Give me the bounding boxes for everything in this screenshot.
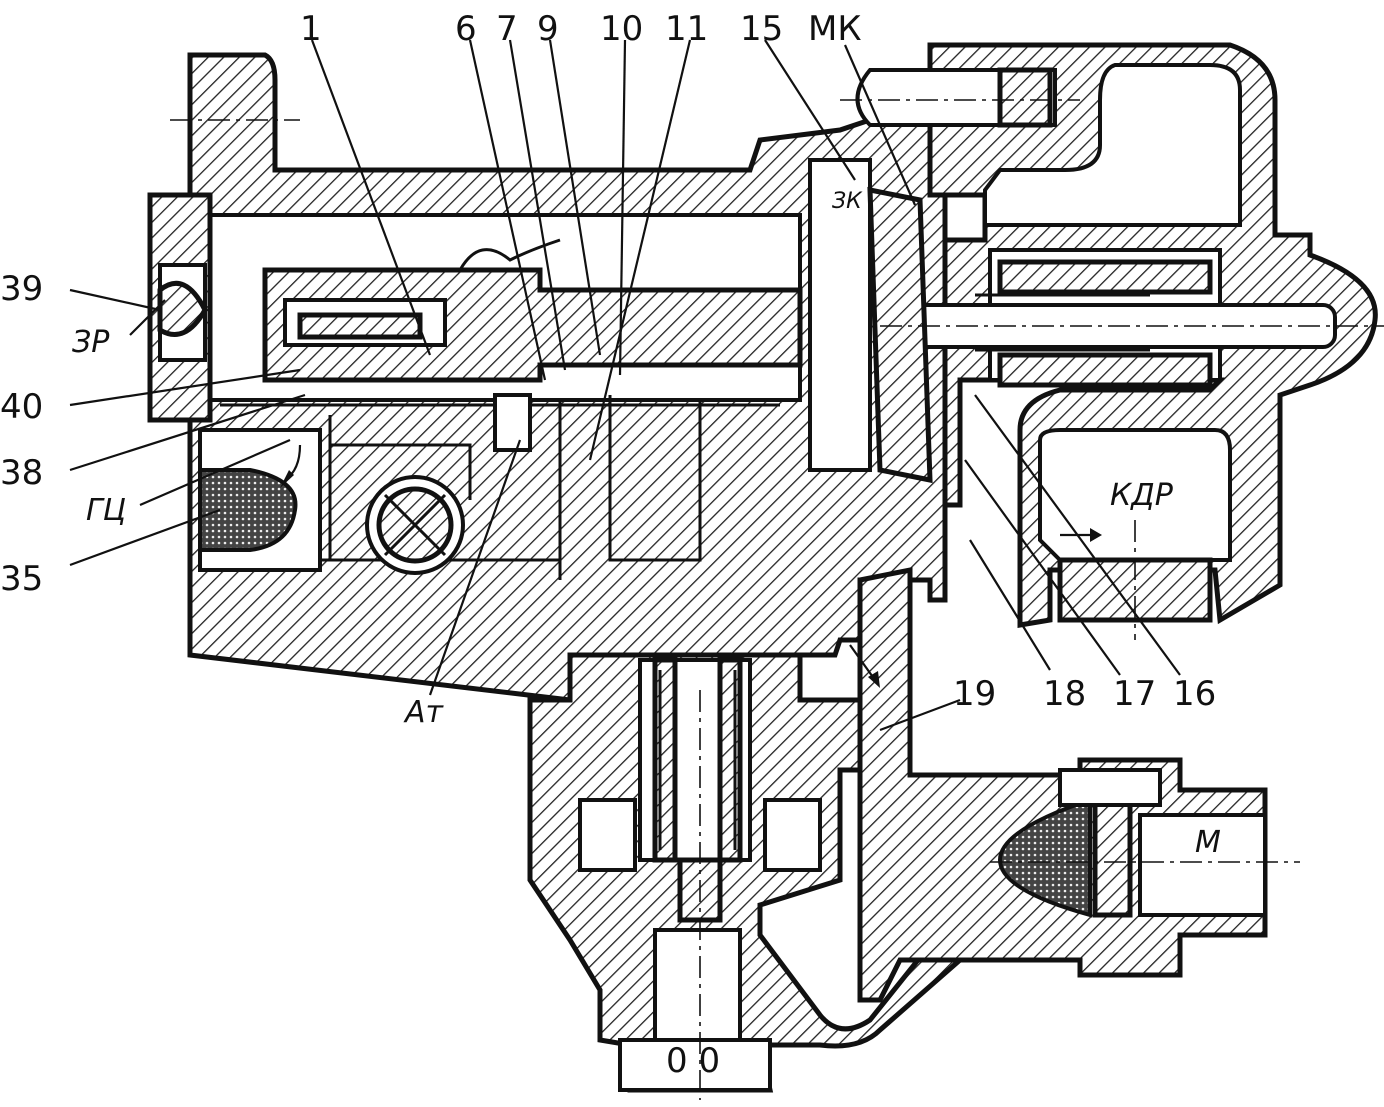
- label-7: 7: [496, 9, 518, 49]
- label-ZK: ЗК: [832, 189, 863, 214]
- label-10: 10: [600, 9, 643, 49]
- label-40: 40: [0, 387, 43, 427]
- label-bottom-port: 0 0: [666, 1041, 720, 1081]
- label-GC: ГЦ: [86, 493, 126, 528]
- right-housing: [808, 42, 1378, 628]
- label-ZR: ЗР: [72, 325, 110, 360]
- spring-coils: [975, 293, 1150, 352]
- label-35: 35: [0, 559, 43, 599]
- label-MK: МК: [808, 9, 861, 49]
- label-17: 17: [1113, 674, 1156, 714]
- label-16: 16: [1173, 674, 1216, 714]
- top-labels: 1 6 7 9 10 11 15 МК: [300, 9, 861, 49]
- flow-arrows: [280, 444, 1102, 688]
- label-15: 15: [740, 9, 783, 49]
- inner-labels: ЗК Ат 0 0: [403, 189, 863, 1081]
- right-labels: КДР 18 17 16 19 М: [953, 478, 1221, 860]
- label-39: 39: [0, 269, 43, 309]
- label-KDR: КДР: [1110, 478, 1174, 513]
- left-labels: 39 ЗР 40 38 ГЦ 35: [0, 269, 126, 599]
- leader-lines: [69, 39, 1181, 732]
- label-9: 9: [537, 9, 559, 49]
- label-1: 1: [300, 9, 322, 49]
- label-18: 18: [1043, 674, 1086, 714]
- label-38: 38: [0, 453, 43, 493]
- label-11: 11: [665, 9, 708, 49]
- center-lines: [170, 99, 1384, 1100]
- filter-M-mesh: [997, 797, 1092, 918]
- label-At: Ат: [403, 695, 445, 730]
- label-M: М: [1195, 825, 1221, 860]
- filter-35-mesh: [198, 468, 298, 552]
- label-6: 6: [455, 9, 477, 49]
- outlet-fitting: [857, 566, 1268, 1003]
- label-19: 19: [953, 674, 996, 714]
